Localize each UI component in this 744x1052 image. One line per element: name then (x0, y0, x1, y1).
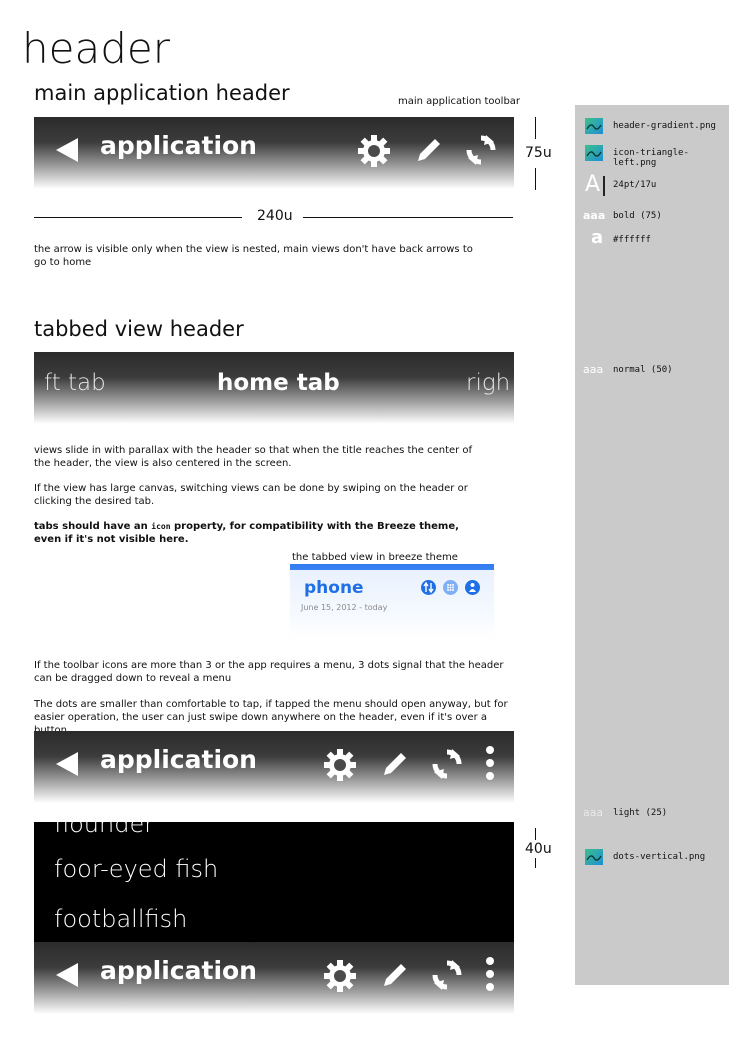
parallax-note: views slide in with parallax with the he… (34, 445, 473, 469)
dots-vertical-icon[interactable] (483, 745, 497, 783)
arrow-note: the arrow is visible only when the view … (34, 244, 473, 268)
asset-name: dots-vertical.png (613, 852, 706, 862)
back-arrow-icon[interactable] (56, 963, 78, 987)
breeze-caption: the tabbed view in breeze theme (292, 552, 458, 563)
font-size-label: 24pt/17u (613, 180, 657, 190)
image-thumbnail-icon (585, 849, 603, 865)
font-sample-capital: A (585, 172, 601, 197)
font-sample-light: aaa (583, 806, 604, 819)
menu-list-item[interactable]: footballfish (54, 905, 188, 933)
back-arrow-icon[interactable] (56, 138, 78, 162)
page-title: header (22, 24, 170, 73)
toolbar-note: main application toolbar (398, 96, 521, 107)
header-bar-with-menu: application (34, 731, 514, 803)
refresh-icon[interactable] (430, 747, 464, 781)
pencil-icon[interactable] (414, 135, 444, 165)
header-title: application (100, 956, 257, 985)
asset-name: icon-triangle-left.png (613, 148, 689, 168)
menu-list-panel: flounder foor-eyed fish footballfish (34, 822, 514, 944)
breeze-date: June 15, 2012 - today (301, 603, 388, 612)
tab-right[interactable]: righ (466, 370, 511, 396)
dots-note: The dots are smaller than comfortable to… (34, 699, 508, 736)
breeze-title: phone (304, 578, 364, 598)
tabbed-header-bar: ft tab home tab righ (34, 352, 514, 424)
section-title-main-header: main application header (34, 81, 290, 105)
image-thumbnail-icon (585, 118, 603, 134)
swipe-note: If the view has large canvas, switching … (34, 483, 468, 507)
pencil-icon[interactable] (380, 960, 410, 990)
list-height-measure-label: 40u (525, 841, 552, 857)
menu-list-item[interactable]: foor-eyed fish (54, 855, 219, 883)
header-title: application (100, 131, 257, 160)
measure-line (34, 217, 242, 218)
measure-tick (535, 117, 536, 139)
font-sample-bold: aaa (583, 209, 606, 222)
cursor-bar (603, 176, 605, 196)
header-title: application (100, 745, 257, 774)
font-sample-normal: aaa (583, 363, 604, 376)
refresh-icon[interactable] (430, 958, 464, 992)
height-measure-label: 75u (525, 145, 552, 161)
font-weight-light-label: light (25) (613, 808, 668, 818)
gear-icon[interactable] (322, 747, 358, 783)
refresh-icon[interactable] (464, 133, 498, 167)
header-bar-dragged: application (34, 942, 514, 1014)
font-sample-color: a (591, 227, 604, 248)
image-thumbnail-icon (585, 145, 603, 161)
breeze-tab-icon[interactable] (421, 580, 436, 595)
main-header-bar: application (34, 117, 514, 189)
tab-home[interactable]: home tab (217, 370, 340, 396)
code-icon-property: icon (151, 522, 171, 531)
width-measure-label: 240u (257, 208, 293, 224)
section-title-tabbed-header: tabbed view header (34, 317, 244, 341)
gear-icon[interactable] (322, 958, 358, 994)
tab-left[interactable]: ft tab (44, 370, 106, 396)
menu-list-item[interactable]: flounder (54, 822, 155, 838)
breeze-tab-icon[interactable] (465, 580, 480, 595)
pencil-icon[interactable] (380, 749, 410, 779)
menu-note: If the toolbar icons are more than 3 or … (34, 660, 504, 684)
asset-name: header-gradient.png (613, 121, 716, 131)
dots-vertical-icon[interactable] (483, 956, 497, 994)
font-color-label: #ffffff (613, 235, 651, 245)
measure-tick (535, 168, 536, 190)
measure-tick (535, 828, 536, 840)
asset-sidebar: header-gradient.png icon-triangle-left.p… (575, 105, 729, 985)
measure-tick (535, 858, 536, 868)
gear-icon[interactable] (356, 133, 392, 169)
font-weight-normal-label: normal (50) (613, 365, 673, 375)
breeze-header: phone June 15, 2012 - today (290, 570, 494, 640)
measure-line (303, 217, 513, 218)
breeze-preview: phone June 15, 2012 - today (290, 564, 494, 640)
breeze-tab-icon[interactable] (443, 580, 458, 595)
back-arrow-icon[interactable] (56, 752, 78, 776)
icon-property-note: tabs should have an icon property, for c… (34, 521, 459, 545)
font-weight-bold-label: bold (75) (613, 211, 662, 221)
